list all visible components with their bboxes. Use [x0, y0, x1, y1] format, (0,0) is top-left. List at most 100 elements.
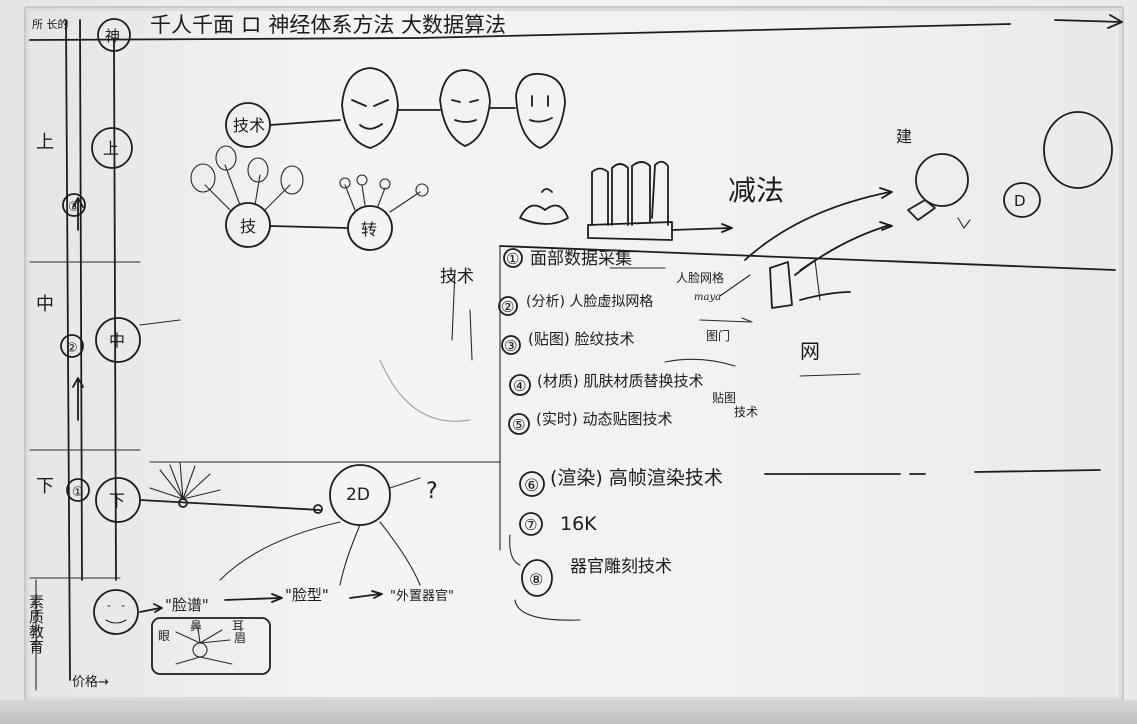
jishu-bracket — [451, 269, 473, 361]
subtraction-label: 减法 — [728, 174, 784, 207]
top-left-text: 所 长的 — [32, 17, 69, 31]
cylinder-sketch — [591, 160, 669, 226]
note-tietu: 贴图 — [712, 391, 736, 405]
right-down-arrow — [957, 217, 971, 229]
side-label-jishu: 技术 — [440, 267, 474, 287]
level-xia: 下 — [36, 476, 54, 497]
alien-face-2 — [439, 69, 491, 147]
num-circle-7 — [519, 512, 543, 536]
alien-face-2-features — [451, 99, 479, 123]
item-4-text: (材质) 肌肤材质替换技术 — [537, 372, 703, 390]
item-3-text: (贴图) 脸纹技术 — [528, 330, 634, 348]
left-vertical-line-1 — [65, 19, 71, 681]
feature-eye: 眼 — [158, 629, 170, 643]
num-circle-8 — [521, 559, 553, 597]
feature-nose: 鼻 — [190, 618, 202, 633]
item-6-dash-line — [764, 469, 1101, 475]
item-1-num: ① — [506, 250, 519, 268]
arrow-to-lianpu — [139, 603, 163, 613]
lower-nodes-link — [269, 225, 349, 229]
circle-shen — [97, 18, 131, 52]
item-2-text: (分析) 人脸虚拟网格 — [526, 294, 653, 310]
arrow-up-1 — [72, 377, 84, 421]
xia-line — [139, 499, 321, 511]
box-sketch — [769, 261, 793, 309]
alien-face-1-features — [351, 99, 389, 130]
mask-mark — [541, 188, 553, 193]
right-circle-d — [1003, 182, 1041, 218]
item-4-scribble — [664, 358, 736, 367]
list-top-line — [499, 245, 1116, 271]
item-8-bracket — [509, 534, 581, 621]
num-circle-4 — [509, 374, 531, 396]
burst-rays — [149, 461, 221, 500]
right-block — [907, 199, 936, 221]
cylinder-base — [587, 221, 673, 241]
balloon-1 — [190, 163, 216, 193]
num-2-label: ② — [66, 341, 78, 356]
item-6-text: (渲染) 高帧渲染技术 — [550, 467, 723, 489]
feature-box — [151, 617, 271, 675]
num-circle-1 — [503, 248, 523, 268]
left-vertical-line-2 — [79, 19, 83, 581]
num-circle-6 — [519, 471, 545, 497]
item-3-num: ③ — [504, 337, 517, 355]
right-circle-big — [1043, 111, 1113, 189]
balloon-5 — [339, 177, 351, 189]
ji-stems — [204, 164, 291, 211]
faces-link-1 — [269, 119, 341, 126]
top-right-arrow — [1054, 14, 1123, 29]
smiley-features — [105, 605, 127, 624]
arrow-to-organs — [349, 590, 383, 599]
label-2d: 2D — [346, 485, 370, 505]
num-3-label: ③ — [68, 200, 80, 215]
feature-brow: 眉 — [234, 631, 246, 645]
circle-ji — [225, 202, 271, 248]
item-4-num: ④ — [513, 377, 526, 395]
note-wang: 网 — [800, 339, 820, 363]
item-7-text: 16K — [560, 513, 597, 535]
2d-pointer — [389, 477, 421, 489]
feature-ear: 耳 — [232, 619, 244, 633]
balloon-8 — [415, 183, 429, 197]
balloon-6 — [356, 174, 368, 186]
note-renlian: 人脸网格 — [676, 270, 724, 285]
circle-zhong — [95, 317, 141, 363]
circle-num-3 — [62, 193, 86, 217]
question-mark: ? — [426, 479, 438, 504]
circle-ji-label: 技 — [240, 217, 256, 236]
item-5-num: ⑤ — [512, 416, 525, 434]
level-shang: 上 — [36, 132, 54, 153]
faint-curve — [379, 359, 471, 422]
balloon-4 — [280, 165, 304, 195]
2d-branch-right — [379, 521, 421, 586]
circle-shen-label: 神 — [105, 27, 120, 45]
top-rule-line — [29, 23, 1011, 41]
circle-d-label: D — [1014, 192, 1026, 210]
item-8-text: 器官雕刻技术 — [570, 557, 672, 577]
small-mark: 建 — [896, 127, 912, 146]
tick-zhong — [139, 319, 181, 326]
num-circle-3 — [501, 335, 521, 355]
item-1-text: 面部数据采集 — [530, 249, 632, 269]
balloon-2 — [215, 145, 237, 171]
zhuan-stems — [344, 184, 421, 213]
note-tumen: 图门 — [706, 328, 730, 343]
item-8-num: ⑧ — [529, 570, 543, 589]
mask-sketch — [519, 204, 569, 225]
item-5-text: (实时) 动态贴图技术 — [536, 410, 672, 428]
circle-shang — [91, 127, 133, 169]
right-circle-small — [915, 153, 969, 207]
left-vertical-line-3 — [113, 39, 117, 581]
num-circle-2 — [498, 296, 518, 316]
arrow-lower-right — [799, 291, 851, 301]
alien-face-1 — [341, 67, 399, 149]
arrow-to-lianxing — [224, 593, 283, 603]
circle-shang-label: 上 — [103, 139, 119, 158]
2d-branch-left — [219, 521, 341, 581]
circle-num-1 — [66, 478, 90, 502]
flow-organs: "外置器官" — [390, 588, 454, 604]
circle-jishu-label: 技术 — [233, 116, 265, 135]
